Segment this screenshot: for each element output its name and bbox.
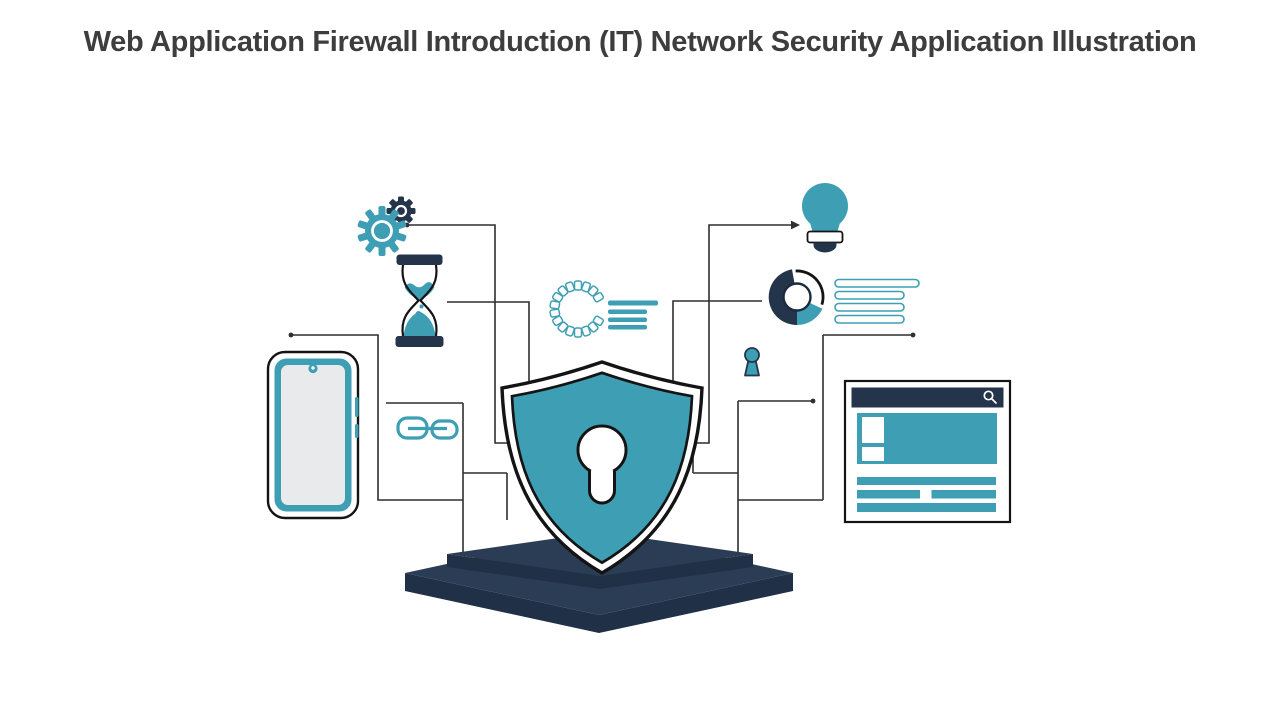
- progress-lines-icon: [608, 300, 658, 330]
- loading-spinner-icon: [549, 280, 605, 338]
- gears-icon: [357, 196, 416, 256]
- browser-toolbar: [851, 387, 1004, 408]
- side-button: [355, 397, 359, 417]
- hourglass-icon: [395, 254, 444, 347]
- smartphone-icon: [266, 350, 360, 520]
- line-endpoint-dot: [810, 398, 816, 404]
- donut-chart-icon: [768, 269, 825, 326]
- arrowhead-icon: [791, 220, 800, 230]
- lightbulb-icon: [802, 183, 848, 253]
- keyhole-icon: [744, 347, 760, 377]
- chain-link-icon: [396, 416, 459, 440]
- shield-keyhole-icon: [500, 360, 704, 575]
- text-bar: [857, 490, 920, 499]
- browser-window-icon: [843, 379, 1012, 524]
- text-bar: [857, 477, 996, 485]
- list-pills-icon: [834, 278, 920, 324]
- text-bar: [931, 490, 996, 499]
- page-title: Web Application Firewall Introduction (I…: [83, 26, 1197, 58]
- side-button: [355, 424, 359, 438]
- search-icon: [983, 390, 997, 404]
- line-endpoint-dot: [910, 332, 916, 338]
- line-endpoint-dot: [288, 332, 294, 338]
- text-bar: [857, 503, 996, 512]
